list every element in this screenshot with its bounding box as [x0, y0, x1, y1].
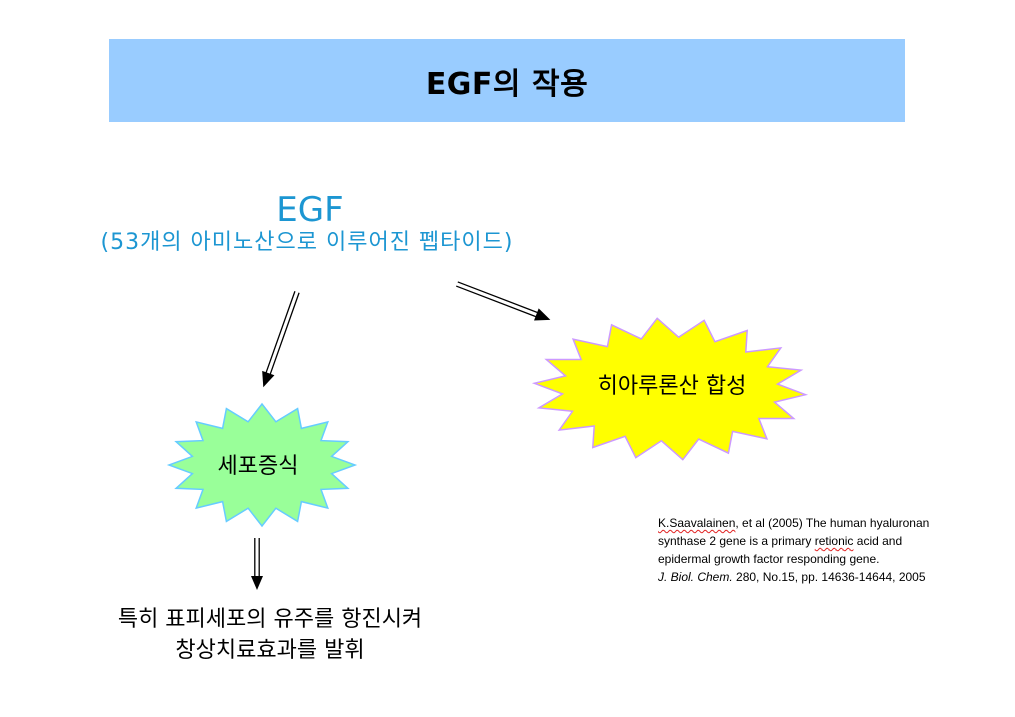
arrow-proliferation-to-outcome [251, 538, 263, 590]
citation-details: 280, No.15, pp. 14636-14644, 2005 [732, 570, 926, 584]
egf-description: (53개의 아미노산으로 이루어진 펩타이드) [100, 230, 514, 255]
slide-title: EGF의 작용 [425, 66, 589, 102]
title-banner: EGF의 작용 [109, 39, 905, 122]
proliferation-label: 세포증식 [217, 454, 299, 479]
arrow-egf-to-hyaluronan [455, 281, 551, 321]
citation-line-2-post: acid and [853, 534, 903, 548]
proliferation-burst-shape [166, 402, 358, 528]
citation-journal: J. Biol. Chem. [658, 570, 733, 584]
outcome-line-1: 특히 표피세포의 유주를 항진시켜 [117, 607, 423, 632]
citation-line-4: J. Biol. Chem. 280, No.15, pp. 14636-146… [658, 568, 929, 586]
outcome-text: 특히 표피세포의 유주를 항진시켜 창상치료효과를 발휘 [60, 604, 480, 666]
egf-label: EGF [276, 190, 344, 230]
citation-line-2: synthase 2 gene is a primary retionic ac… [658, 532, 929, 550]
hyaluronan-synthesis-label: 히아루론산 합성 [597, 374, 747, 399]
citation-line-1-rest: , et al (2005) The human hyaluronan [735, 516, 930, 530]
arrow-egf-to-proliferation [262, 291, 300, 388]
citation-line-2-pre: synthase 2 gene is a primary [658, 534, 815, 548]
citation-line-3: epidermal growth factor responding gene. [658, 552, 880, 566]
citation-line-1: K.Saavalainen, et al (2005) The human hy… [658, 514, 929, 532]
hyaluronan-burst-shape [531, 317, 809, 461]
outcome-line-2: 창상치료효과를 발휘 [175, 638, 365, 663]
citation: K.Saavalainen, et al (2005) The human hy… [658, 514, 929, 586]
citation-author: K.Saavalainen [658, 516, 736, 530]
citation-misspelled-word: retionic [814, 534, 854, 548]
